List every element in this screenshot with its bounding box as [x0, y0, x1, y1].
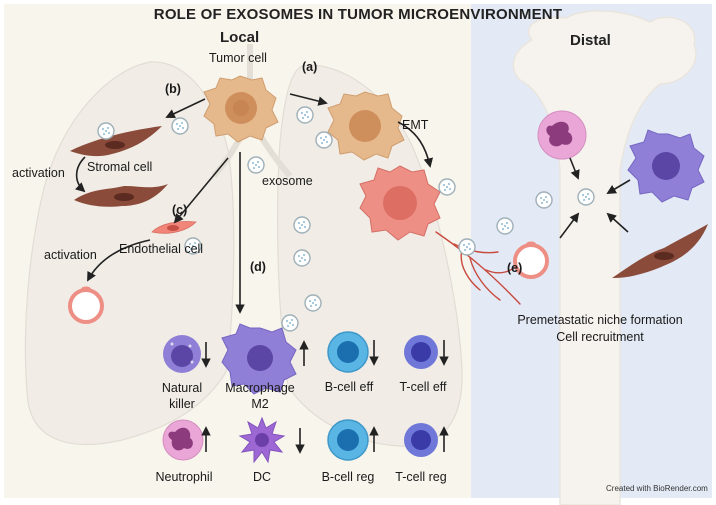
stromal-cell-activated: [74, 184, 168, 207]
tumor-cell: [203, 75, 279, 143]
dc-label: DC: [252, 470, 272, 484]
macrophage-m2-cell: [221, 323, 297, 395]
arrow-vessel-recruit: [559, 212, 580, 239]
emt-label: EMT: [402, 118, 429, 132]
cell-recruitment-label: Cell recruitment: [556, 330, 644, 344]
tumor-cell-migrating: [327, 91, 405, 161]
macrophage-distal: [627, 129, 705, 203]
exosome-vesicle: [293, 216, 311, 234]
neutrophil-cell: [162, 419, 204, 461]
exosome-vesicle: [296, 106, 314, 124]
vessel-ring-local: [68, 286, 104, 324]
neutrophil-label: Neutrophil: [155, 470, 213, 484]
exosome-vesicle: [184, 237, 202, 255]
arrow-a: [289, 93, 328, 106]
exosome-vesicle: [577, 188, 595, 206]
step-a-label: (a): [302, 60, 318, 74]
natural-killer-label: Natural killer: [161, 381, 203, 411]
arrow-activation-endothelial: [87, 239, 151, 282]
step-b-label: (b): [165, 82, 181, 96]
tumor-cell-label: Tumor cell: [209, 51, 267, 65]
exosome-vesicle: [438, 178, 456, 196]
activation-label-stromal: activation: [12, 166, 65, 180]
arrow-b: [165, 98, 206, 119]
stromal-cell: [70, 126, 162, 157]
step-e-label: (e): [507, 261, 523, 275]
t-cell-reg: [404, 423, 438, 457]
exosome-vesicle: [247, 156, 265, 174]
credit-text: Created with BioRender.com: [606, 484, 708, 493]
exosome-label: exosome: [262, 174, 313, 188]
b-cell-reg: [327, 419, 369, 461]
arrow-activation-stromal: [75, 156, 86, 193]
arrow-c: [173, 157, 229, 224]
endothelial-cell: [151, 221, 197, 234]
exosome-vesicle: [281, 314, 299, 332]
neutrophil-distal: [537, 110, 587, 160]
tumor-cell-mesenchymal: [359, 165, 441, 241]
diagram-title: ROLE OF EXOSOMES IN TUMOR MICROENVIRONME…: [153, 6, 563, 23]
trend-arrows: [201, 340, 449, 454]
t-cell-eff: [404, 335, 438, 369]
natural-killer-cell: [163, 335, 201, 373]
t-cell-eff-label: T-cell eff: [399, 380, 447, 394]
exosome-vesicle: [458, 238, 476, 256]
stromal-cell-recruited: [612, 224, 708, 278]
exosome-vesicle: [97, 122, 115, 140]
macrophage-m2-label: Macrophage M2: [225, 381, 295, 411]
section-local-heading: Local: [220, 29, 260, 46]
stromal-cell-label: Stromal cell: [87, 160, 153, 174]
niche-formation-label: Premetastatic niche formation: [517, 313, 683, 327]
exosome-vesicle: [171, 117, 189, 135]
arrow-emt: [397, 121, 434, 168]
arrow-stromal-recruit: [606, 212, 629, 233]
exosome-vesicle: [315, 131, 333, 149]
step-c-label: (c): [172, 203, 188, 217]
endothelial-cell-label: Endothelial cell: [119, 242, 204, 256]
exosome-vesicle: [293, 249, 311, 267]
t-cell-reg-label: T-cell reg: [395, 470, 447, 484]
dendritic-cell: [238, 416, 286, 464]
exosome-vesicle: [496, 217, 514, 235]
b-cell-reg-label: B-cell reg: [321, 470, 375, 484]
arrow-neutrophil-recruit: [569, 157, 580, 180]
exosome-group: [97, 106, 595, 332]
pathway-arrows: [75, 93, 631, 314]
arrow-macrophage-recruit: [606, 179, 631, 194]
step-d-label: (d): [250, 260, 266, 274]
activation-label-endothelial: activation: [44, 248, 97, 262]
b-cell-eff: [327, 331, 369, 373]
section-distal-heading: Distal: [570, 32, 611, 49]
b-cell-eff-label: B-cell eff: [324, 380, 374, 394]
immune-cells: [162, 323, 438, 464]
exosome-vesicle: [304, 294, 322, 312]
exosome-vesicle: [535, 191, 553, 209]
vessel-ring-distal: [513, 241, 549, 279]
